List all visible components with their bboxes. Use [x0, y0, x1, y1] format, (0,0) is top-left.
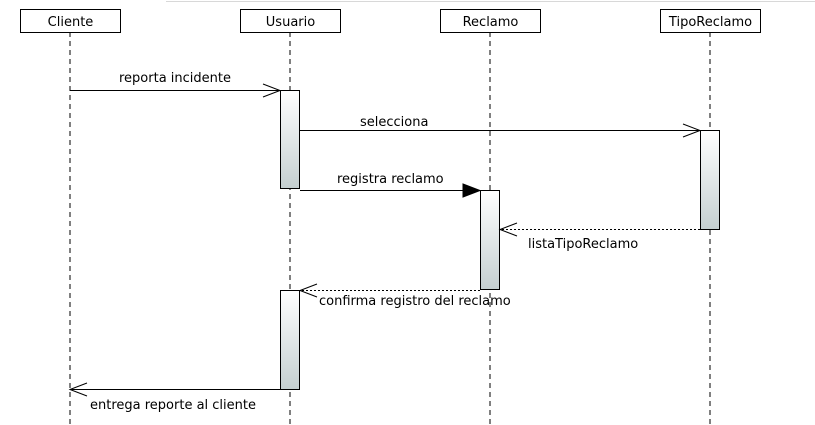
- participant-usuario: Usuario: [240, 9, 341, 33]
- activation-tiporeclamo: [700, 130, 720, 230]
- activation-usuario-1: [280, 90, 300, 189]
- participant-label: TipoReclamo: [668, 15, 752, 30]
- message-selecciona: selecciona: [300, 115, 702, 138]
- message-label: registra reclamo: [337, 172, 444, 187]
- message-label: confirma registro del reclamo: [319, 294, 511, 309]
- message-label: selecciona: [360, 115, 428, 130]
- participant-label: Reclamo: [463, 15, 519, 30]
- message-lista-tipo-reclamo: listaTipoReclamo: [498, 222, 700, 252]
- participant-reclamo: Reclamo: [440, 9, 541, 33]
- message-label: reporta incidente: [119, 71, 231, 86]
- message-entrega-reporte: entrega reporte al cliente: [68, 382, 280, 413]
- message-reporta-incidente: reporta incidente: [70, 71, 282, 98]
- participant-cliente: Cliente: [20, 9, 121, 33]
- participant-label: Cliente: [48, 15, 94, 30]
- participant-label: Usuario: [266, 15, 315, 30]
- message-label: listaTipoReclamo: [528, 237, 638, 252]
- participant-tiporeclamo: TipoReclamo: [660, 9, 761, 33]
- message-label: entrega reporte al cliente: [90, 398, 256, 413]
- message-confirma-registro: confirma registro del reclamo: [298, 283, 511, 309]
- activation-reclamo: [480, 190, 500, 290]
- message-registra-reclamo: registra reclamo: [300, 172, 482, 198]
- activation-usuario-2: [280, 290, 300, 390]
